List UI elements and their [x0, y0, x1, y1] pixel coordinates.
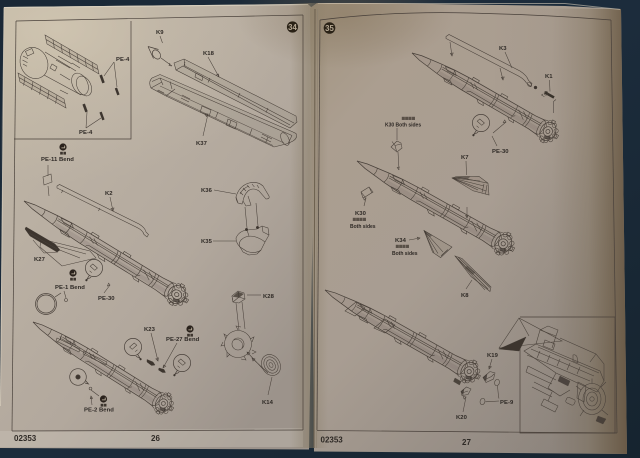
- svg-text:PE-30: PE-30: [492, 149, 509, 155]
- svg-text:K23: K23: [144, 327, 156, 333]
- svg-text:35: 35: [325, 24, 334, 33]
- svg-text:PE-1 Bend: PE-1 Bend: [55, 285, 85, 291]
- svg-text:K7: K7: [461, 155, 469, 161]
- svg-text:PE-9: PE-9: [500, 400, 514, 406]
- svg-text:02353: 02353: [14, 434, 37, 443]
- svg-text:K9: K9: [156, 30, 164, 36]
- svg-text:PE-30: PE-30: [98, 296, 115, 302]
- svg-text:K34: K34: [395, 238, 407, 244]
- svg-text:PE-27 Bend: PE-27 Bend: [166, 337, 200, 343]
- svg-text:K35: K35: [201, 239, 213, 245]
- svg-text:02353: 02353: [321, 436, 344, 445]
- svg-text:K8: K8: [461, 293, 469, 299]
- svg-text:K30: K30: [355, 211, 367, 217]
- svg-text:K20: K20: [456, 415, 468, 421]
- svg-text:Both sides: Both sides: [392, 251, 418, 257]
- svg-text:K30 Both sides: K30 Both sides: [385, 123, 421, 129]
- svg-text:PE-2 Bend: PE-2 Bend: [84, 408, 114, 414]
- svg-text:K36: K36: [201, 188, 213, 194]
- svg-text:27: 27: [462, 438, 471, 447]
- svg-text:K1: K1: [545, 74, 553, 80]
- svg-text:34: 34: [288, 23, 297, 32]
- svg-text:K19: K19: [487, 353, 499, 359]
- svg-text:PE-4: PE-4: [116, 57, 130, 63]
- svg-text:PE-11 Bend: PE-11 Bend: [41, 157, 74, 163]
- svg-text:K14: K14: [262, 400, 274, 406]
- svg-text:K28: K28: [263, 294, 275, 300]
- svg-text:PE-4: PE-4: [79, 130, 93, 136]
- svg-text:K18: K18: [203, 51, 215, 57]
- svg-text:K27: K27: [34, 257, 46, 263]
- svg-text:K37: K37: [196, 141, 208, 147]
- svg-text:K3: K3: [499, 46, 507, 52]
- svg-text:Both sides: Both sides: [350, 224, 376, 230]
- svg-text:K2: K2: [105, 191, 113, 197]
- svg-text:26: 26: [151, 434, 160, 443]
